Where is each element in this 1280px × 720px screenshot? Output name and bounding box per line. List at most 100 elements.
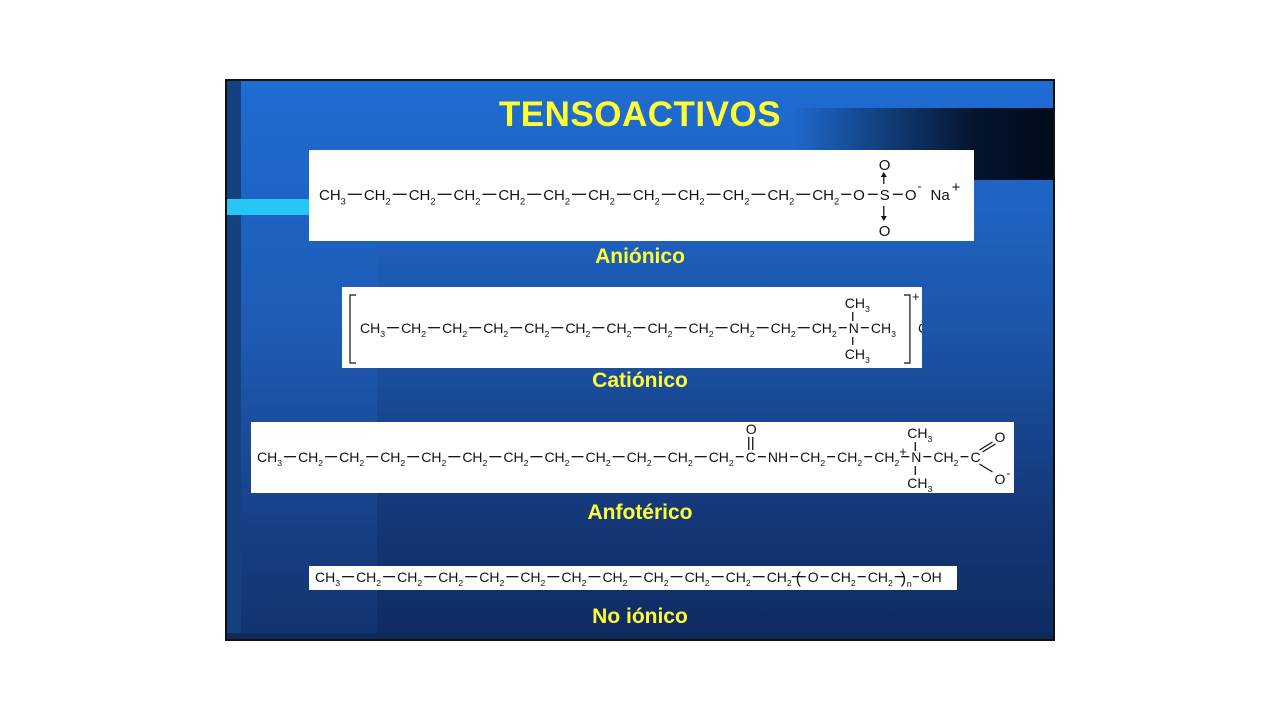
chain-group: CH2 bbox=[339, 449, 364, 468]
double-bond-a bbox=[979, 441, 993, 451]
chain-group: CH2 bbox=[689, 320, 714, 339]
slide-left-shade bbox=[227, 81, 241, 639]
slide-accent-bar bbox=[227, 199, 312, 215]
hydroxyl-label: OH bbox=[921, 569, 942, 585]
caption-nonionic: No iónico bbox=[592, 605, 688, 628]
carbonyl-carbon-label: C bbox=[746, 449, 756, 465]
chain-group: CH3 bbox=[319, 187, 346, 207]
chain-group: CH2 bbox=[409, 187, 436, 207]
chain-group: CH2 bbox=[812, 187, 839, 207]
carboxyl-carbon-label: C bbox=[970, 449, 980, 465]
repeat-count-label: n bbox=[907, 579, 912, 589]
methyl-top-label: CH3 bbox=[845, 295, 870, 314]
paren-close: ) bbox=[901, 570, 906, 587]
chain-group: CH2 bbox=[586, 449, 611, 468]
bracket-left bbox=[349, 294, 356, 364]
carboxyl-oxygen-label: O bbox=[994, 429, 1005, 445]
double-bond-b bbox=[982, 443, 996, 453]
amide-nh-label: NH bbox=[768, 449, 788, 465]
linker-group: CH2 bbox=[837, 449, 862, 468]
methyl-right-label: CH3 bbox=[871, 320, 896, 339]
repeat-group: CH2 bbox=[831, 569, 856, 588]
slide-bottom-shade bbox=[227, 633, 1053, 639]
nitrogen-label: N bbox=[849, 320, 859, 336]
chain-group: CH2 bbox=[709, 449, 734, 468]
chain-group: CH2 bbox=[401, 320, 426, 339]
chain-group: CH2 bbox=[544, 449, 569, 468]
chain-group: CH2 bbox=[454, 187, 481, 207]
carbonyl-oxygen-label: O bbox=[746, 422, 757, 437]
chain-group: CH2 bbox=[771, 320, 796, 339]
chain-group: CH2 bbox=[520, 569, 545, 588]
chain-group: CH2 bbox=[498, 187, 525, 207]
chain-group: CH2 bbox=[397, 569, 422, 588]
chain-group: CH2 bbox=[438, 569, 463, 588]
slide-dark-panel bbox=[377, 206, 1053, 633]
chain-group: CH2 bbox=[606, 320, 631, 339]
methyl-bottom-label: CH3 bbox=[907, 475, 932, 493]
plus-charge: + bbox=[912, 289, 920, 304]
caption-cationic: Catiónico bbox=[592, 369, 688, 392]
chain-group: CH2 bbox=[421, 449, 446, 468]
chain-group: CH2 bbox=[812, 320, 837, 339]
oxygen-top-label: O bbox=[879, 157, 891, 174]
chain-group: CH2 bbox=[767, 187, 794, 207]
chain-group: CH2 bbox=[298, 449, 323, 468]
single-bond bbox=[979, 463, 993, 473]
linker-group: CH2 bbox=[874, 449, 899, 468]
caption-anionic: Aniónico bbox=[595, 245, 685, 268]
chain-group: CH2 bbox=[442, 320, 467, 339]
chloride-label: Cl bbox=[918, 320, 922, 336]
oxygen-minus-label: O bbox=[905, 187, 917, 204]
oxygen-label: O bbox=[808, 569, 819, 585]
methyl-bottom-label: CH3 bbox=[845, 346, 870, 365]
chain-group: CH2 bbox=[627, 449, 652, 468]
chain-group: CH2 bbox=[462, 449, 487, 468]
bracket-right bbox=[903, 294, 911, 364]
oxygen-bottom-label: O bbox=[879, 223, 891, 240]
chain-group: CH2 bbox=[524, 320, 549, 339]
chain-group: CH2 bbox=[685, 569, 710, 588]
chain-group: CH2 bbox=[602, 569, 627, 588]
sulfur-label: S bbox=[880, 187, 890, 204]
chain-group: CH2 bbox=[483, 320, 508, 339]
chain-group: CH2 bbox=[644, 569, 669, 588]
arrow-down bbox=[880, 216, 887, 221]
slide-title: TENSOACTIVOS bbox=[498, 95, 782, 134]
chain-group: CH3 bbox=[257, 449, 282, 468]
chain-group: CH2 bbox=[730, 320, 755, 339]
chain-group: CH2 bbox=[726, 569, 751, 588]
chain-group: CH2 bbox=[356, 569, 381, 588]
chain-group: CH2 bbox=[767, 569, 792, 588]
chain-group: CH2 bbox=[561, 569, 586, 588]
chain-group: CH2 bbox=[588, 187, 615, 207]
linker-group: CH2 bbox=[800, 449, 825, 468]
oxygen-label: O bbox=[853, 187, 865, 204]
chain-group: CH2 bbox=[543, 187, 570, 207]
chain-group: CH2 bbox=[380, 449, 405, 468]
chain-group: CH2 bbox=[633, 187, 660, 207]
arrow-up bbox=[880, 172, 887, 177]
caption-amphoteric: Anfotérico bbox=[587, 501, 693, 524]
methyl-top-label: CH3 bbox=[907, 425, 932, 444]
carboxylate-oxygen-label: O bbox=[994, 471, 1005, 487]
chain-group: CH2 bbox=[668, 449, 693, 468]
chain-group: CH2 bbox=[565, 320, 590, 339]
plus-charge: + bbox=[952, 179, 961, 196]
sodium-label: Na bbox=[930, 187, 950, 204]
repeat-group: CH2 bbox=[868, 569, 893, 588]
minus-charge: - bbox=[1006, 466, 1010, 480]
chain-group: CH3 bbox=[315, 569, 340, 588]
plus-charge: + bbox=[899, 444, 907, 459]
nitrogen-label: N bbox=[911, 449, 921, 465]
chain-group: CH2 bbox=[364, 187, 391, 207]
chain-group: CH2 bbox=[647, 320, 672, 339]
